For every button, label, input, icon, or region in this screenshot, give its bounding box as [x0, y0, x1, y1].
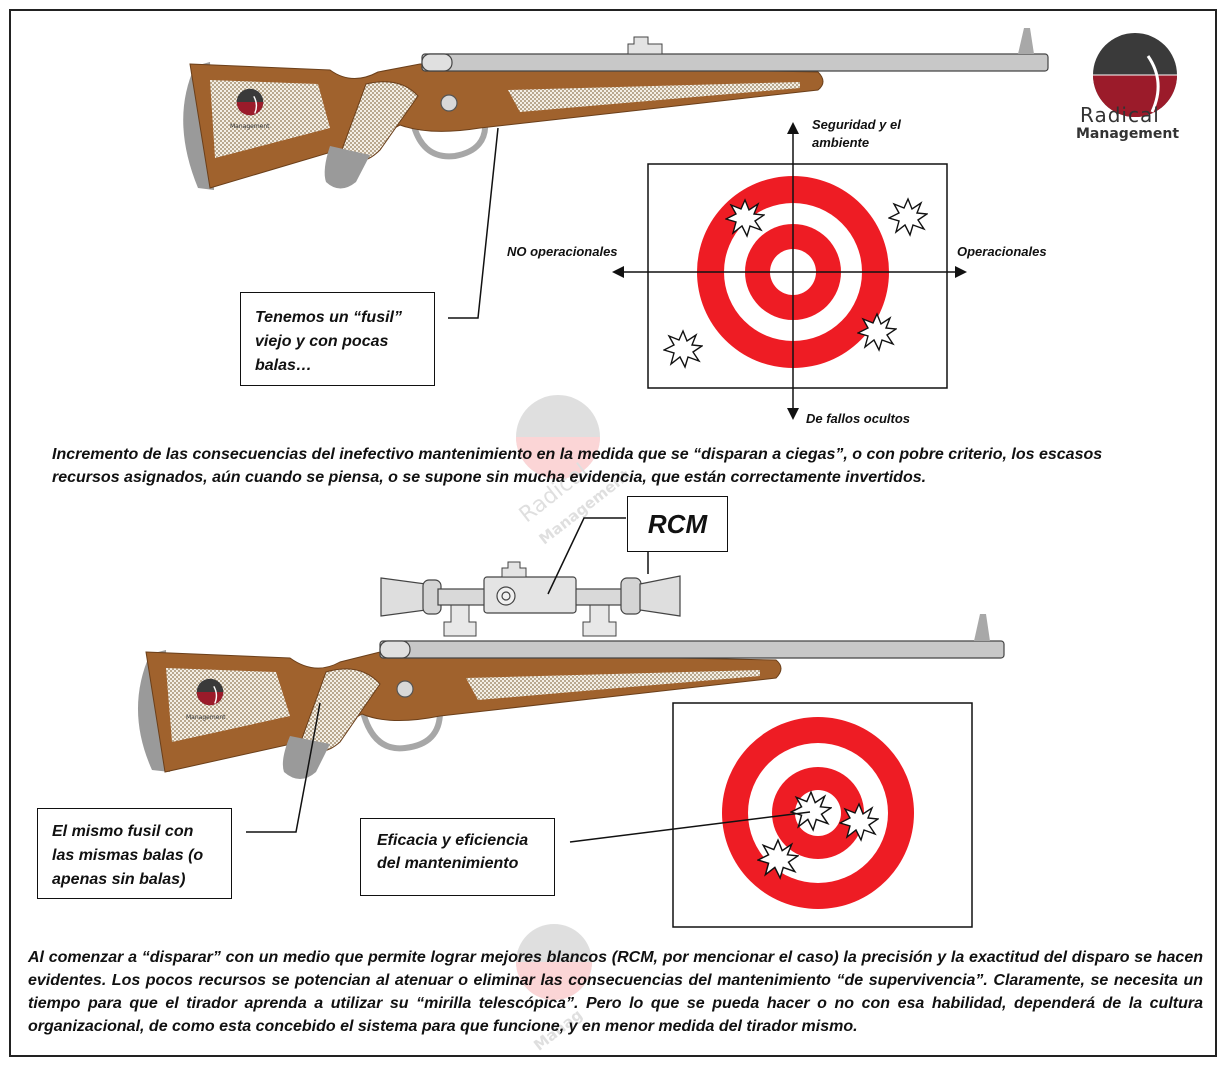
telescopic-scope — [380, 561, 681, 637]
rcm-leader — [547, 517, 626, 595]
callout-leader-efficacy — [569, 811, 811, 843]
target-top — [612, 122, 967, 420]
svg-text:Management: Management — [186, 714, 226, 721]
logo-text-management: Management — [1076, 126, 1180, 142]
rcm-label-box: RCM — [627, 496, 728, 552]
callout-leader-bottom — [246, 702, 321, 833]
checkered-panel — [166, 668, 290, 742]
axis-label-bottom: De fallos ocultos — [806, 411, 911, 426]
callout-same-rifle-text: El mismo fusil con las mismas balas (o a… — [52, 823, 204, 888]
trigger-guard — [359, 707, 443, 752]
axis-label-top: Seguridad y el ambiente — [812, 117, 901, 150]
grip-cap — [324, 146, 370, 189]
callout-old-rifle: Tenemos un “fusil” viejo y con pocas bal… — [240, 292, 435, 386]
paragraph-blind-shooting: Incremento de las consecuencias del inef… — [52, 446, 1103, 486]
callout-old-rifle-text: Tenemos un “fusil” viejo y con pocas bal… — [255, 309, 402, 374]
page-frame — [9, 9, 1217, 1057]
svg-text:Management: Management — [230, 123, 270, 130]
rear-sight — [627, 36, 663, 55]
rcm-label: RCM — [647, 509, 708, 539]
front-sight — [974, 614, 990, 641]
callout-efficacy-text: Eficacia y eficiencia del mantenimiento — [377, 832, 529, 872]
axis-label-left: NO operacionales — [507, 244, 618, 259]
callout-same-rifle: El mismo fusil con las mismas balas (o a… — [37, 808, 232, 899]
callout-leader-top — [448, 127, 499, 319]
target-bottom — [672, 702, 973, 928]
rifle-barrel — [379, 640, 1005, 659]
rifle-barrel — [421, 53, 1049, 72]
axis-label-right: Operacionales — [957, 244, 1047, 259]
bolt-knob — [396, 680, 414, 698]
callout-efficacy: Eficacia y eficiencia del mantenimiento — [360, 818, 555, 896]
rifle-bottom: Management — [137, 614, 1005, 779]
logo-text-radical: Radical — [1080, 103, 1160, 127]
bolt-knob — [440, 94, 458, 112]
checkered-panel — [508, 82, 800, 112]
paragraph-rcm-shooting: Al comenzar a “disparar” con un medio qu… — [28, 949, 1203, 1035]
radical-management-logo — [1093, 33, 1177, 117]
trigger-guard — [409, 117, 489, 160]
checkered-panel — [466, 670, 760, 700]
front-sight — [1018, 28, 1034, 54]
rifle-top: Management — [183, 28, 1049, 190]
grip-cap — [282, 736, 330, 779]
